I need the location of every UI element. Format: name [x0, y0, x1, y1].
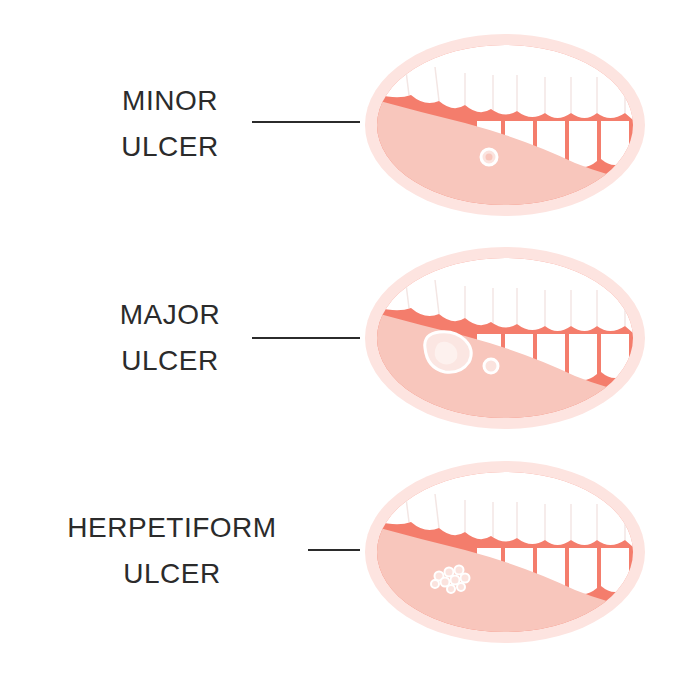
- label-text: HERPETIFORM ULCER: [67, 512, 276, 589]
- ulcer-label: HERPETIFORM ULCER: [37, 505, 307, 597]
- major-ulcer: [425, 332, 498, 373]
- herpetiform-ulcer: [431, 566, 470, 594]
- ulcer-label: MAJOR ULCER: [95, 292, 245, 384]
- leader-line: [252, 122, 360, 550]
- mouth-drawing: [365, 247, 655, 429]
- mouth-drawing: [365, 461, 655, 643]
- label-text: MINOR ULCER: [121, 85, 218, 162]
- mouth-drawing: [365, 34, 655, 216]
- label-text: MAJOR ULCER: [120, 299, 221, 376]
- minor-ulcer: [481, 149, 497, 165]
- ulcer-label: MINOR ULCER: [95, 78, 245, 170]
